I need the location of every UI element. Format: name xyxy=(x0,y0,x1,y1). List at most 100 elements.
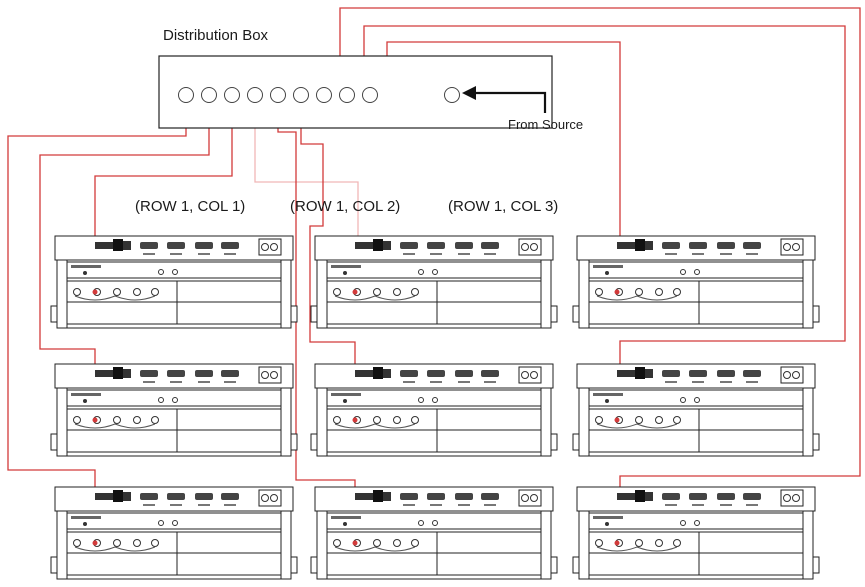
card-led xyxy=(172,520,178,526)
module-slot-right xyxy=(176,408,282,431)
power-socket-icon xyxy=(530,494,538,502)
port-label-mark xyxy=(170,381,182,383)
power-socket-icon xyxy=(270,371,278,379)
bnc-connector-icon xyxy=(393,288,401,296)
serial-port-icon xyxy=(481,370,499,377)
rj45-port-icon xyxy=(373,367,383,379)
bnc-connector-icon xyxy=(333,416,341,424)
bnc-connector-icon xyxy=(411,288,419,296)
rj45-port-icon xyxy=(645,241,653,250)
chassis-card xyxy=(66,261,282,279)
chassis-frame xyxy=(578,259,814,329)
cable-port1-to-row3-col1 xyxy=(7,104,187,508)
port-label-mark xyxy=(720,504,732,506)
rack-ear xyxy=(310,305,318,323)
power-socket-icon xyxy=(783,243,791,251)
output-port xyxy=(316,87,332,103)
module-slot-right xyxy=(436,280,542,303)
module-slot-left-lower xyxy=(588,429,700,453)
chassis-card xyxy=(588,261,804,279)
rack-ear xyxy=(572,305,580,323)
output-port xyxy=(362,87,378,103)
power-socket-icon xyxy=(783,494,791,502)
bnc-connector-icon xyxy=(133,288,141,296)
bnc-connector-icon xyxy=(411,416,419,424)
power-socket-icon xyxy=(521,371,529,379)
port-label-mark xyxy=(224,504,236,506)
serial-port-icon xyxy=(455,370,473,377)
module-slot-right xyxy=(436,408,542,431)
output-port xyxy=(201,87,217,103)
bnc-connector-icon xyxy=(673,288,681,296)
power-socket-icon xyxy=(792,371,800,379)
module-slot-right-lower xyxy=(176,552,282,576)
rack-ear xyxy=(50,556,58,574)
module-slot-right xyxy=(176,531,282,554)
port-label-mark xyxy=(720,253,732,255)
bnc-connector-icon xyxy=(133,539,141,547)
module-slot-right xyxy=(698,531,804,554)
source-arrowhead xyxy=(462,86,476,100)
card-led xyxy=(158,397,164,403)
port-label-mark xyxy=(170,253,182,255)
rj45-port-icon xyxy=(635,239,645,251)
connector-block xyxy=(617,493,635,500)
serial-port-icon xyxy=(481,493,499,500)
cable-loop xyxy=(596,295,678,301)
chassis-card xyxy=(588,512,804,530)
serial-port-icon xyxy=(167,493,185,500)
rj45-port-icon xyxy=(383,241,391,250)
serial-port-icon xyxy=(662,370,680,377)
cable-port3-to-row1-col1 xyxy=(94,104,233,244)
port-label-mark xyxy=(746,253,758,255)
serial-port-icon xyxy=(455,493,473,500)
card-led xyxy=(343,271,347,275)
serial-port-icon xyxy=(167,242,185,249)
cable-connection-point xyxy=(352,417,358,423)
rack-ear xyxy=(812,433,820,451)
card-label-mark xyxy=(593,516,623,519)
module-slot-left-lower xyxy=(66,301,178,325)
port-label-mark xyxy=(458,504,470,506)
card-led xyxy=(343,399,347,403)
bnc-connector-icon xyxy=(393,539,401,547)
bnc-connector-icon xyxy=(595,539,603,547)
power-socket-icon xyxy=(530,371,538,379)
bnc-connector-icon xyxy=(655,539,663,547)
port-label-mark xyxy=(484,504,496,506)
rj45-port-icon xyxy=(113,367,123,379)
serial-port-icon xyxy=(427,493,445,500)
card-led xyxy=(172,269,178,275)
source-label: From Source xyxy=(508,117,583,132)
card-led xyxy=(694,520,700,526)
card-led xyxy=(418,397,424,403)
rack-ear xyxy=(310,556,318,574)
module-slot-right-lower xyxy=(698,552,804,576)
rack-ear xyxy=(812,305,820,323)
card-led xyxy=(680,397,686,403)
port-label-mark xyxy=(170,504,182,506)
bnc-connector-icon xyxy=(373,416,381,424)
equipment-unit-r1-c3 xyxy=(572,235,820,329)
module-slot-right-lower xyxy=(698,429,804,453)
chassis-card xyxy=(326,512,542,530)
power-socket-icon xyxy=(261,371,269,379)
module-slot-right-lower xyxy=(436,301,542,325)
card-led xyxy=(158,269,164,275)
card-led xyxy=(694,397,700,403)
port-label-mark xyxy=(403,504,415,506)
chassis-card xyxy=(66,512,282,530)
card-label-mark xyxy=(331,516,361,519)
card-label-mark xyxy=(331,393,361,396)
port-label-mark xyxy=(224,253,236,255)
power-socket-icon xyxy=(261,494,269,502)
rj45-port-icon xyxy=(113,239,123,251)
card-led xyxy=(605,522,609,526)
rack-ear xyxy=(572,556,580,574)
serial-port-icon xyxy=(140,370,158,377)
bnc-connector-icon xyxy=(333,539,341,547)
input-port xyxy=(444,87,460,103)
module-slot-right-lower xyxy=(176,429,282,453)
module-slot-left-lower xyxy=(326,429,438,453)
cable-loop xyxy=(74,546,156,552)
